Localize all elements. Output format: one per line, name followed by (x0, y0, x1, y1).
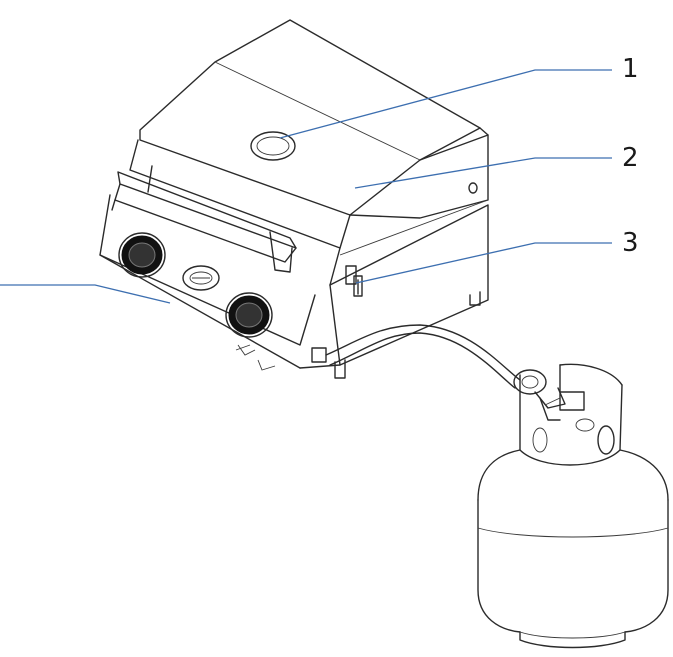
gas-regulator (513, 369, 585, 421)
control-knob-left (118, 232, 166, 278)
lid-handle (114, 165, 297, 273)
control-knob-right (225, 292, 273, 338)
callout-line-3 (355, 242, 612, 284)
callout-line-4 (0, 284, 171, 304)
ignition-button (182, 265, 220, 291)
callout-label-2: 2 (622, 143, 639, 173)
propane-tank (477, 363, 669, 649)
grill-lid (129, 19, 489, 286)
callout-line-1 (279, 69, 612, 139)
thermometer-gauge (250, 131, 296, 161)
callout-line-2 (354, 157, 612, 189)
callout-label-1: 1 (622, 54, 639, 84)
callout-lines (0, 69, 612, 304)
grill-base (99, 194, 489, 379)
callout-label-3: 3 (622, 228, 639, 258)
gas-hose (325, 324, 521, 389)
